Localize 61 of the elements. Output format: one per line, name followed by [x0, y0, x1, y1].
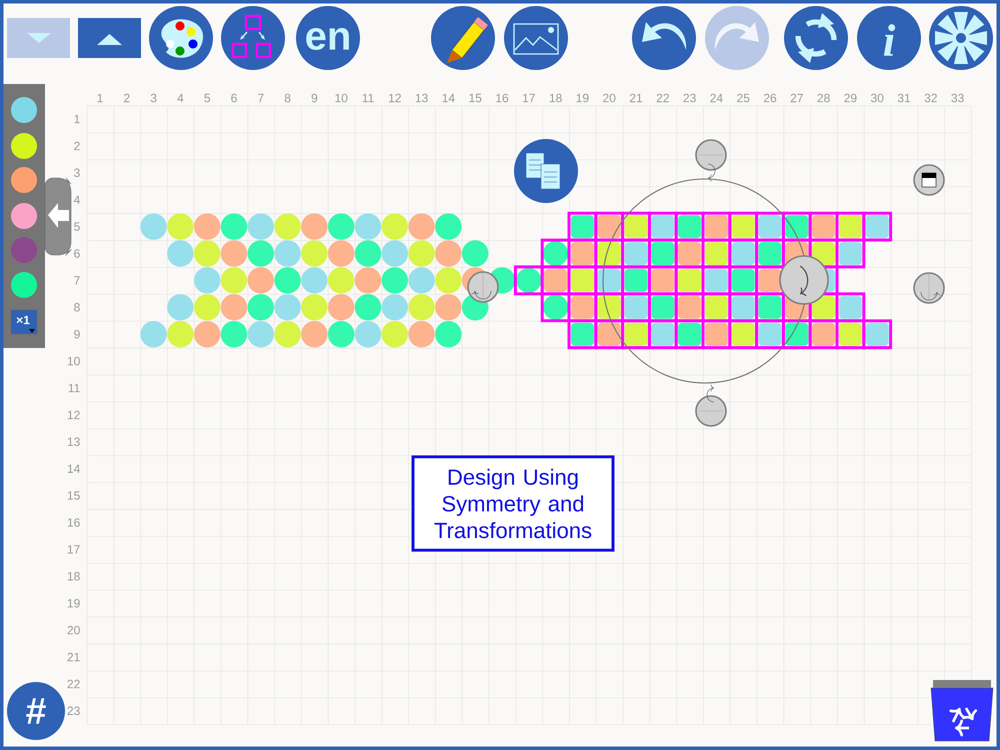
label: 10 — [335, 94, 348, 102]
label: 14 — [442, 94, 455, 102]
label: 13 — [68, 438, 80, 446]
label: 29 — [844, 94, 857, 102]
label: 2 — [74, 142, 80, 150]
label: 2 — [124, 94, 130, 102]
label: en — [306, 28, 349, 50]
label: 1 — [74, 114, 80, 124]
label: 15 — [68, 491, 80, 500]
label: 7 — [74, 276, 80, 285]
label: 11 — [68, 384, 80, 392]
label: 17 — [68, 545, 80, 554]
label: 32 — [924, 94, 937, 102]
grid-button: # — [7, 682, 65, 740]
label: 21 — [68, 652, 80, 662]
label: 12 — [389, 94, 401, 102]
label: 15 — [469, 94, 482, 102]
label: 24 — [710, 94, 723, 102]
label: 16 — [68, 518, 80, 527]
label: 9 — [312, 94, 318, 102]
label: 19 — [68, 598, 80, 608]
label: 22 — [68, 680, 80, 688]
label: 25 — [737, 94, 750, 102]
label: 9 — [74, 330, 80, 338]
label: 21 — [630, 94, 642, 102]
label: 12 — [68, 410, 80, 420]
label: 33 — [951, 94, 964, 102]
label: 28 — [818, 94, 830, 102]
label: 5 — [204, 94, 210, 102]
label: 31 — [898, 94, 910, 102]
label: 4 — [177, 94, 184, 102]
label: 5 — [74, 222, 80, 231]
label: 6 — [74, 249, 80, 258]
label: 30 — [870, 94, 884, 102]
multiplier-button: ×1 — [10, 310, 38, 334]
label: 27 — [790, 94, 803, 102]
label: 3 — [150, 94, 156, 102]
label: 26 — [764, 94, 776, 102]
label: 10 — [68, 356, 80, 366]
label: i — [884, 24, 896, 56]
label: 18 — [68, 572, 80, 581]
label: 1 — [98, 94, 103, 102]
label: 22 — [656, 94, 669, 102]
label: 16 — [496, 94, 508, 102]
label: 20 — [68, 626, 80, 634]
label: 18 — [550, 94, 562, 102]
label: 8 — [74, 303, 80, 312]
label: 23 — [684, 94, 696, 102]
label: 4 — [74, 196, 80, 204]
label: 14 — [68, 464, 80, 473]
title-box: Design Using Symmetry and Transformations — [412, 455, 614, 552]
label: 13 — [416, 94, 428, 102]
label: 11 — [362, 94, 374, 102]
label: 19 — [576, 94, 589, 102]
label: 3 — [74, 168, 80, 178]
label: 7 — [258, 94, 264, 102]
label: 20 — [603, 94, 616, 102]
label: 23 — [68, 706, 80, 716]
label: 17 — [523, 94, 535, 102]
label: 8 — [284, 94, 290, 102]
label: 6 — [231, 94, 237, 102]
